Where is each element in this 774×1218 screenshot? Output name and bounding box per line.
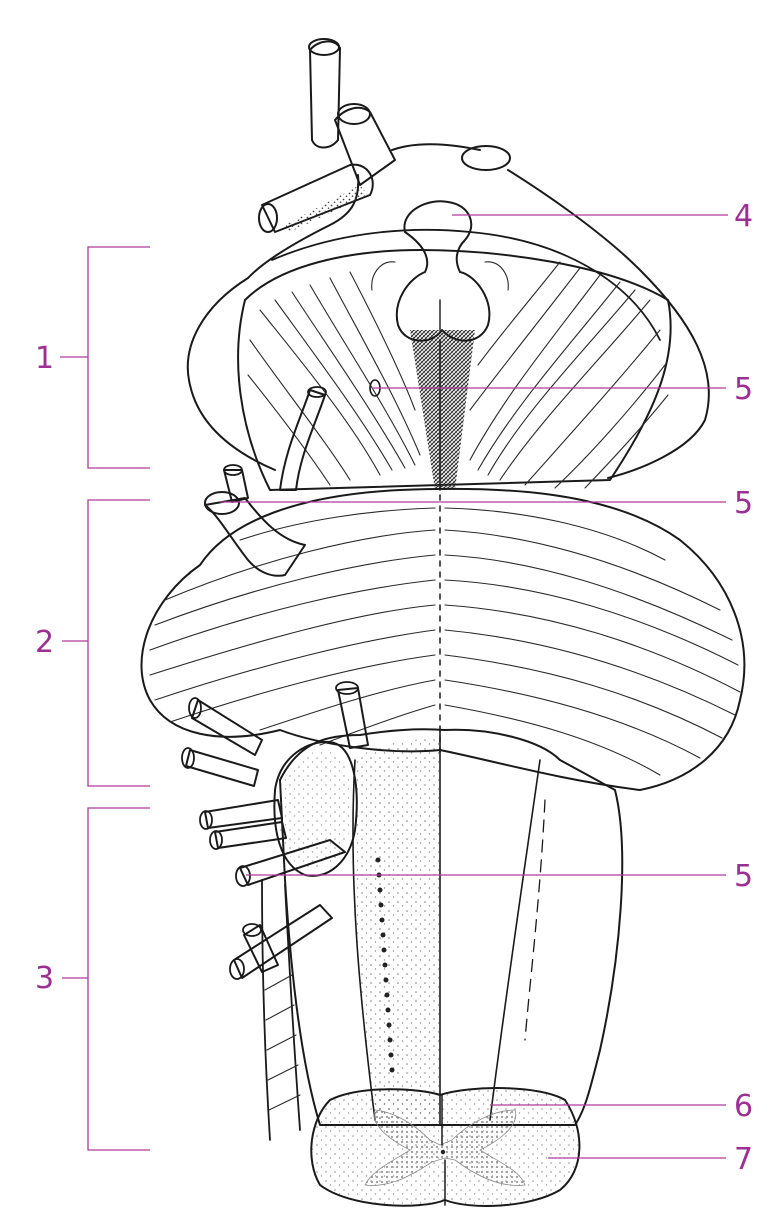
- mammillary-bodies: [372, 201, 509, 340]
- label-5-top: 5: [734, 372, 753, 407]
- label-3: 3: [35, 961, 54, 996]
- bracket-medulla: [62, 808, 150, 1150]
- cranial-nerve-stumps: [182, 682, 368, 1140]
- label-7: 7: [734, 1142, 753, 1177]
- label-5-bottom: 5: [734, 859, 753, 894]
- bracket-midbrain: [60, 247, 150, 468]
- bracket-pons: [62, 500, 150, 786]
- pons: [141, 489, 744, 790]
- label-4: 4: [734, 199, 753, 234]
- label-6: 6: [734, 1089, 753, 1124]
- label-5-middle: 5: [734, 486, 753, 521]
- leader-lines: [220, 215, 728, 1158]
- vessel-tubes-top: [259, 39, 510, 232]
- label-2: 2: [35, 625, 54, 660]
- medulla: [274, 729, 622, 1125]
- spinal-cord-section: [311, 1088, 579, 1206]
- label-1: 1: [35, 341, 54, 376]
